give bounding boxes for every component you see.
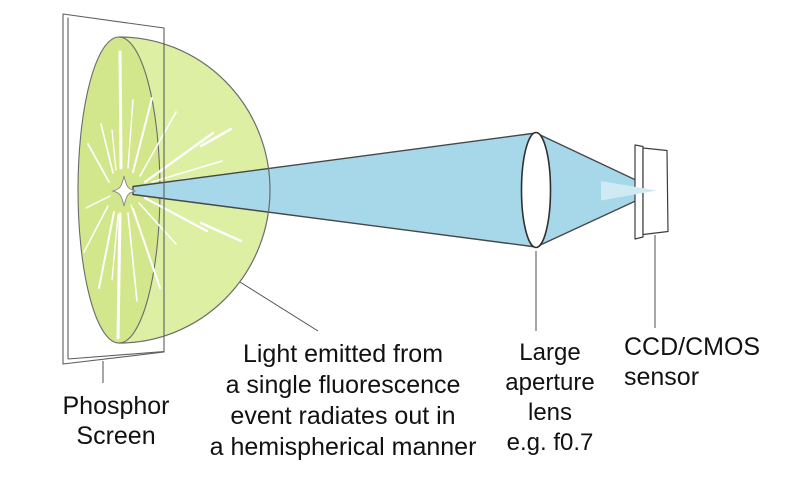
lens-label-line: lens: [527, 399, 573, 426]
emission-note-line: Light emitted from: [242, 340, 444, 368]
sensor-label: CCD/CMOS sensor: [624, 332, 794, 392]
fluorescence-star: [111, 175, 137, 207]
light-hemisphere-outline: [118, 36, 271, 344]
emission-note-line: event radiates out in: [230, 402, 456, 430]
emission-note-line: a single fluorescence: [225, 371, 461, 399]
lens-label: Large aperture lens e.g. f0.7: [494, 338, 606, 458]
phosphor-screen-label: Phosphor Screen: [38, 391, 194, 451]
sensor-label-line: CCD/CMOS: [624, 333, 761, 361]
lens-label-line: Large: [519, 339, 581, 366]
focused-light-tip: [601, 181, 657, 201]
emission-note-line: a hemispherical manner: [209, 433, 477, 461]
sensor-body: [642, 147, 669, 236]
lens: [520, 131, 552, 249]
emission-note-label: Light emitted from a single fluorescence…: [193, 339, 493, 463]
emission-note-leader-line: [239, 281, 319, 332]
sensor-label-line: sensor: [624, 363, 700, 391]
phosphor-label-line: Screen: [76, 422, 156, 450]
lens-label-line: e.g. f0.7: [506, 429, 594, 456]
lens-label-line: aperture: [505, 369, 595, 396]
phosphor-label-line: Phosphor: [62, 392, 170, 420]
phosphor-screen: [62, 13, 165, 365]
